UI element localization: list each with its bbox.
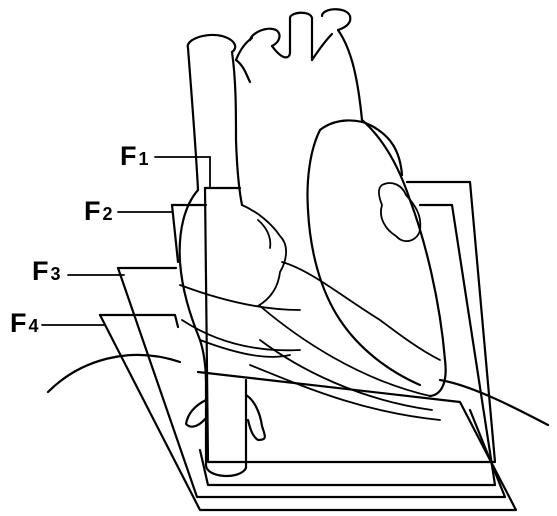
- plane-f2: [172, 205, 495, 485]
- plane-f4: [100, 315, 516, 510]
- heart-outline: [48, 9, 548, 476]
